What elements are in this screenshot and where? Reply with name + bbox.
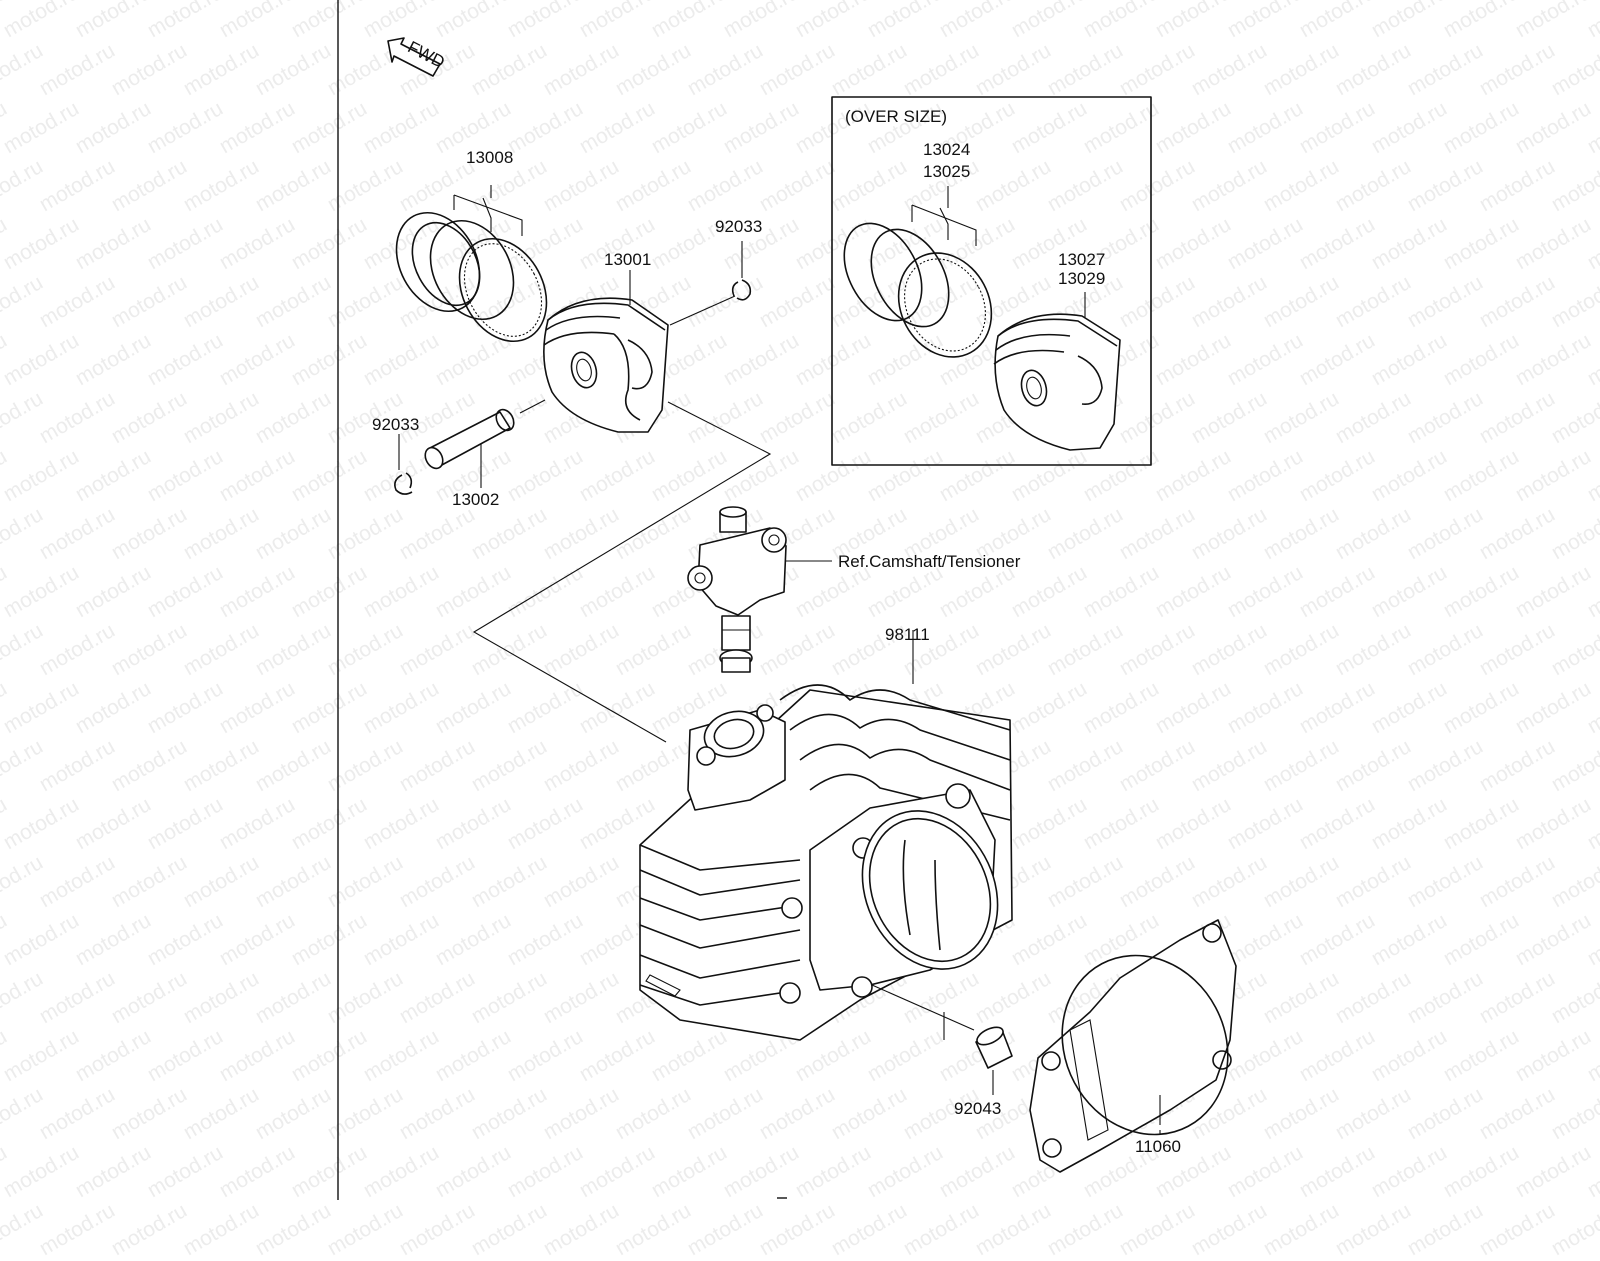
callout-clip-right: 92033 bbox=[715, 217, 762, 236]
watermark-text: motod.ru bbox=[1331, 1198, 1415, 1261]
piston-pin bbox=[424, 399, 546, 488]
callout-gasket: 11060 bbox=[1135, 1137, 1181, 1156]
assembly-guide-lines bbox=[472, 401, 772, 743]
callout-rings: 13008 bbox=[466, 148, 513, 167]
watermark-text: motod.ru bbox=[1043, 1198, 1127, 1261]
watermark-text: motod.ru bbox=[755, 1198, 839, 1261]
callout-os-piston-a: 13027 bbox=[1058, 250, 1105, 269]
watermark-text: motod.ru bbox=[35, 1198, 119, 1261]
watermark-text: motod.ru bbox=[1115, 1198, 1199, 1261]
callout-os-rings-a: 13024 bbox=[923, 140, 970, 159]
watermark-text: motod.ru bbox=[467, 1198, 551, 1261]
circlip-right bbox=[669, 241, 752, 326]
cylinder-head-gasket bbox=[1029, 919, 1237, 1173]
tensioner bbox=[687, 506, 832, 673]
watermark-text: motod.ru bbox=[1259, 1198, 1343, 1261]
watermark-text: motod.ru bbox=[107, 1198, 191, 1261]
watermark-text: motod.ru bbox=[395, 1198, 479, 1261]
watermark-text: motod.ru bbox=[611, 1198, 695, 1261]
watermark-text: motod.ru bbox=[1187, 1198, 1271, 1261]
watermark-text: motod.ru bbox=[1475, 1198, 1559, 1261]
callout-piston: 13001 bbox=[604, 250, 651, 269]
dowel-pin bbox=[871, 984, 1013, 1095]
fwd-arrow-icon: FWD bbox=[387, 37, 448, 77]
callout-cylinder: 98111 bbox=[885, 625, 930, 644]
watermark-text: motod.ru bbox=[0, 1198, 47, 1261]
cylinder bbox=[639, 630, 1013, 1041]
watermark-text: motod.ru bbox=[251, 1198, 335, 1261]
piston-rings bbox=[395, 185, 548, 343]
watermark-text: motod.ru bbox=[827, 1198, 911, 1261]
watermark-text: motod.ru bbox=[1403, 1198, 1487, 1261]
callout-clip-left: 92033 bbox=[372, 415, 419, 434]
callout-pin: 13002 bbox=[452, 490, 499, 509]
watermark-text: motod.ru bbox=[899, 1198, 983, 1261]
oversize-label: (OVER SIZE) bbox=[845, 107, 947, 126]
callout-tensioner-ref: Ref.Camshaft/Tensioner bbox=[838, 552, 1021, 571]
piston bbox=[543, 270, 669, 433]
watermark-text: motod.ru bbox=[323, 1198, 407, 1261]
watermark-text: motod.ru bbox=[971, 1198, 1055, 1261]
watermark-text: motod.ru bbox=[683, 1198, 767, 1261]
watermark-text: motod.ru bbox=[539, 1198, 623, 1261]
circlip-left bbox=[394, 434, 413, 495]
oversize-box: (OVER SIZE) 13024 13025 13027 13029 bbox=[831, 96, 1152, 466]
watermark-text: motod.ru bbox=[179, 1198, 263, 1261]
callout-os-rings-b: 13025 bbox=[923, 162, 970, 181]
exploded-view: FWD 13008 13001 bbox=[337, 0, 1237, 1200]
callout-dowel: 92043 bbox=[954, 1099, 1001, 1118]
callout-os-piston-b: 13029 bbox=[1058, 269, 1105, 288]
watermark-text: motod.ru bbox=[1547, 1198, 1600, 1261]
